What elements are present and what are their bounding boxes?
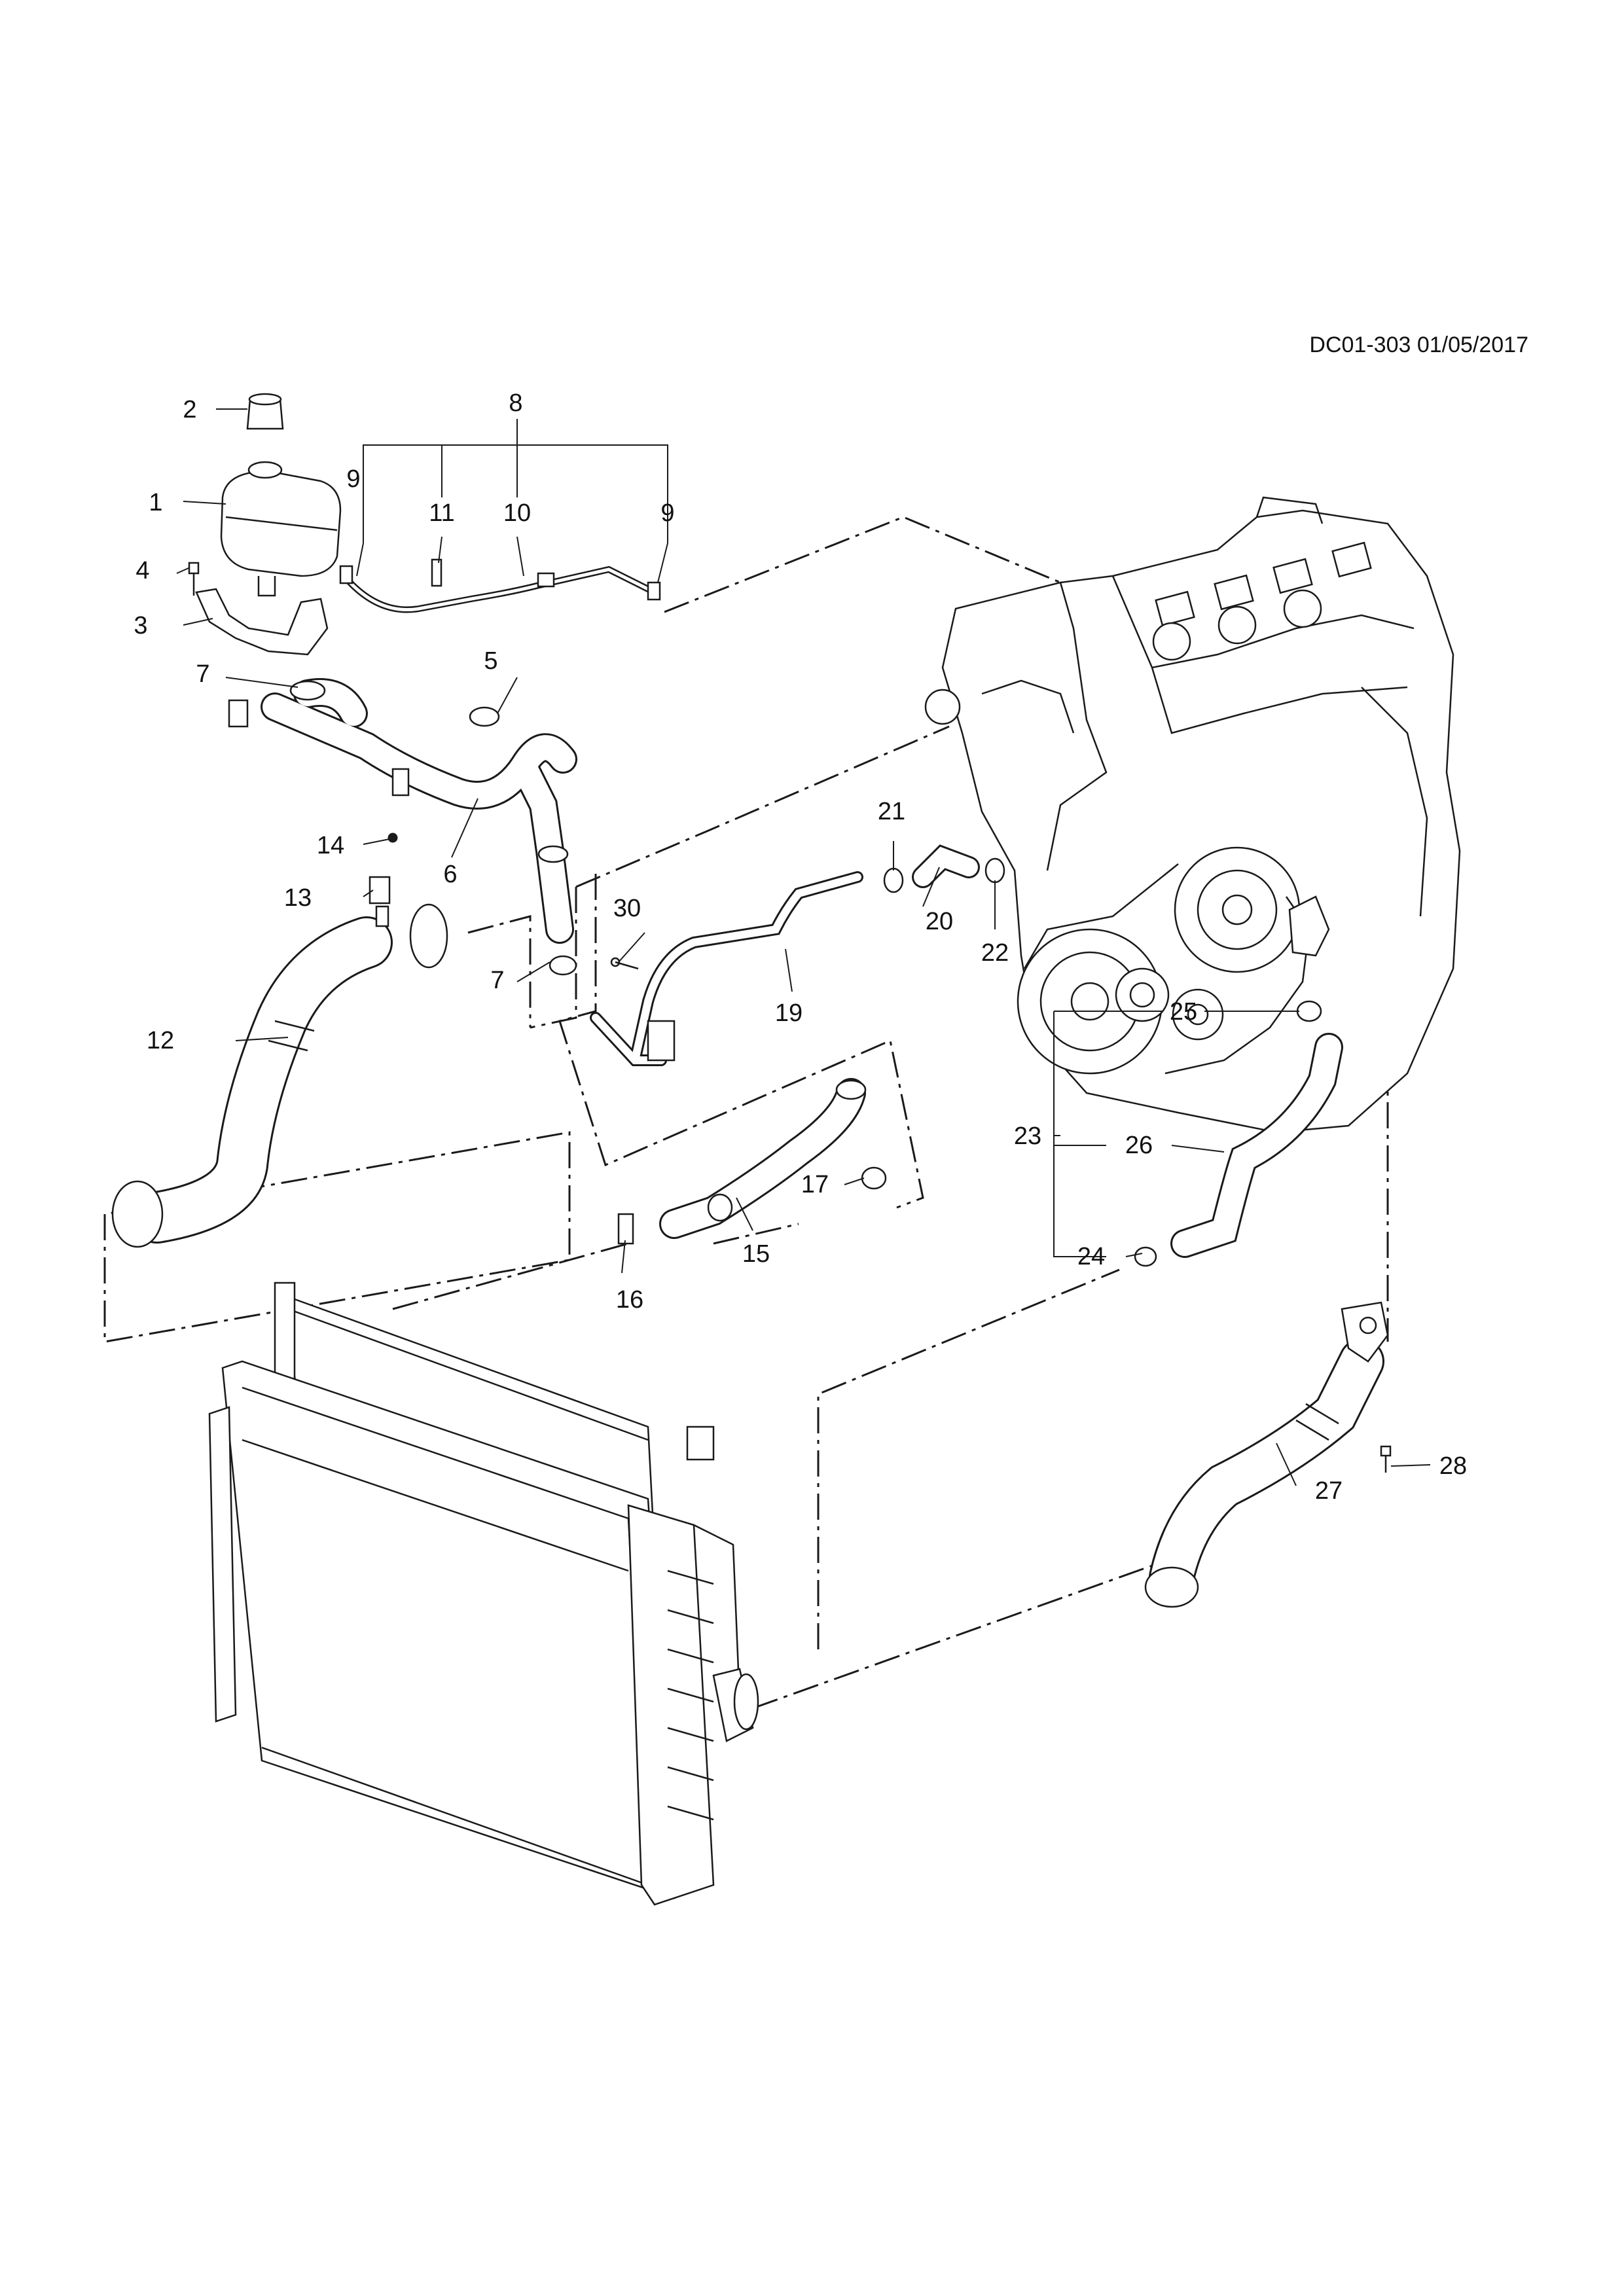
- callout-13: 13: [284, 884, 312, 912]
- radiator-outlet-hose-fill: [1172, 1035, 1341, 1256]
- callout-7-upper: 7: [196, 660, 209, 688]
- callout-22: 22: [981, 939, 1009, 967]
- callout-5: 5: [484, 647, 497, 675]
- callout-12: 12: [147, 1027, 174, 1054]
- callout-21: 21: [878, 798, 905, 825]
- lower-bypass-hose-clamps: [617, 1079, 887, 1245]
- callout-11: 11: [429, 499, 454, 527]
- short-hose-fill: [914, 846, 978, 886]
- callout-16: 16: [616, 1286, 643, 1314]
- drawing-code: DC01-303 01/05/2017: [1309, 332, 1528, 357]
- coolant-reservoir: [220, 461, 342, 597]
- vent-pipe: [344, 565, 651, 613]
- upper-radiator-hose-ends: [111, 903, 448, 1248]
- callout-2: 2: [183, 396, 196, 423]
- callout-20: 20: [926, 908, 953, 935]
- callout-7-lower: 7: [490, 967, 504, 994]
- callout-17: 17: [801, 1171, 829, 1198]
- callout-3: 3: [134, 612, 147, 639]
- heater-pipe-bracket: [610, 957, 676, 1062]
- callout-labels: 1 2 3 4 5 6 7 7 8 9 9 10 11 12 13 14 15 …: [134, 389, 1467, 1505]
- reservoir-bracket: [195, 588, 329, 656]
- engine-block: [924, 496, 1461, 1134]
- callout-9-right: 9: [660, 499, 674, 527]
- callout-9-left: 9: [346, 465, 360, 493]
- hose-clamps-upper: [228, 680, 577, 976]
- callout-23: 23: [1014, 1122, 1041, 1150]
- lower-radiator-hose-ends: [1144, 1301, 1389, 1608]
- radiator-assembly: [208, 1282, 759, 1906]
- reservoir-cap: [246, 393, 284, 430]
- lower-bypass-hose-fill: [661, 1080, 864, 1237]
- callout-26: 26: [1125, 1132, 1153, 1159]
- reservoir-outlet-hose-fill: [262, 680, 575, 942]
- callout-1: 1: [149, 489, 162, 516]
- upper-radiator-hose-fill: [133, 918, 391, 1242]
- callout-6: 6: [443, 861, 457, 888]
- callout-28: 28: [1439, 1452, 1467, 1480]
- bolt-14: [388, 833, 398, 843]
- callout-19: 19: [775, 999, 803, 1027]
- callout-27: 27: [1315, 1477, 1343, 1505]
- callout-10: 10: [503, 499, 531, 527]
- bolt-4: [188, 562, 200, 596]
- vent-pipe-fittings: [339, 558, 661, 601]
- bolt-28: [1380, 1445, 1392, 1473]
- callout-15: 15: [742, 1240, 770, 1268]
- callout-8: 8: [509, 389, 522, 417]
- callout-24: 24: [1077, 1243, 1105, 1270]
- vent-pipe-inner: [345, 567, 650, 612]
- connection-dashed-lines: [103, 516, 1389, 1710]
- callout-30: 30: [613, 895, 641, 922]
- radiator-outlet-hose-clamps: [1134, 1000, 1322, 1267]
- callout-leaders: [176, 408, 1431, 1486]
- callout-25: 25: [1170, 998, 1197, 1026]
- callout-14: 14: [317, 832, 344, 859]
- lower-radiator-hose-fill: [1151, 1340, 1382, 1598]
- callout-4: 4: [135, 557, 149, 584]
